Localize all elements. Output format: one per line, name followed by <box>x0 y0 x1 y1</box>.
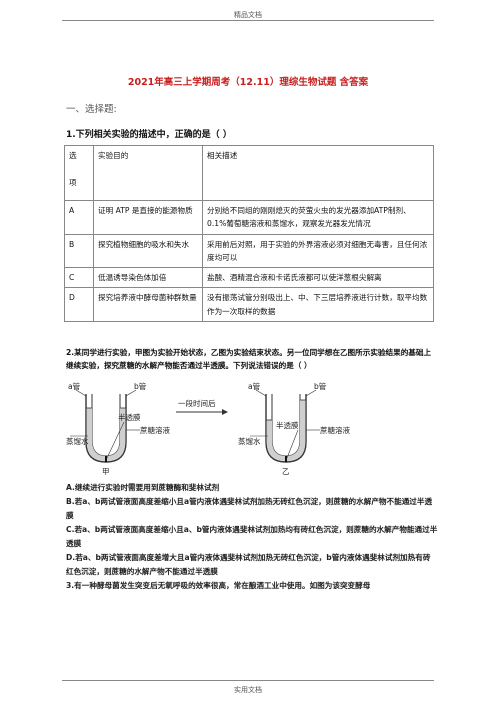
question-2-stem: 2.某同学进行实验，甲图为实验开始状态，乙图为实验结束状态。另一位同学想在乙图所… <box>66 348 432 370</box>
section-heading: 一、选择题: <box>66 104 117 115</box>
time-arrow <box>176 409 228 415</box>
u-tube-figure: a管 b管 半透膜 蒸馏水 蔗糖溶液 甲 一段时间后 a管 b管 半透膜 蒸馏水… <box>66 381 350 476</box>
header-desc: 相关描述 <box>202 145 434 201</box>
question-3-stem: 3.有一种酵母菌发生突变后无氧呼吸的效率很高，常在酿酒工业中使用。如图为该突变酵… <box>66 581 371 591</box>
b-tube-label-right: b管 <box>314 381 327 391</box>
row-option: D <box>64 287 94 322</box>
header-purpose: 实验目的 <box>93 145 203 201</box>
sucrose-label-left: 蔗糖溶液 <box>140 425 170 435</box>
membrane-label-left: 半透膜 <box>118 412 141 422</box>
row-purpose: 低温诱导染色体加倍 <box>93 267 203 289</box>
header-divider <box>62 20 434 21</box>
membrane-label-right: 半透膜 <box>276 420 299 430</box>
row-desc: 采用前后对照，用于实验的外界溶液必须对细胞无毒害，且任何浓度均可以 <box>202 233 434 269</box>
arrow-label: 一段时间后 <box>178 398 216 408</box>
right-apparatus <box>250 389 320 463</box>
option-a: A.继续进行实验时需要用到蔗糖酶和斐林试剂 <box>66 483 220 492</box>
option-d: D.若a、b两试管液面高度差增大且a管内液体遇斐林试剂加热无砖红色沉淀，b管内液… <box>66 553 431 577</box>
water-label-left: 蒸馏水 <box>66 436 89 446</box>
row-purpose: 探究培养液中酵母菌种群数量 <box>93 287 203 322</box>
table-row: C 低温诱导染色体加倍 盐酸、酒精混合液和卡诺氏液都可以使洋葱根尖解离 <box>64 267 434 289</box>
header-option: 选 项 <box>64 145 94 201</box>
question-1-stem: 1.下列相关实验的描述中，正确的是（ ） <box>66 130 232 140</box>
sucrose-label-right: 蔗糖溶液 <box>320 425 350 435</box>
table-row: A 证明 ATP 是直接的能源物质 分别给不同组的刚刚熄灭的荧萤火虫的发光器添加… <box>64 200 434 235</box>
caption-right: 乙 <box>282 467 290 476</box>
water-label-right: 蒸馏水 <box>238 436 261 446</box>
row-purpose: 证明 ATP 是直接的能源物质 <box>93 200 203 235</box>
option-b: B.若a、b两试管液面高度差缩小且a管内液体遇斐林试剂加热无砖红色沉淀，则蔗糖的… <box>66 497 433 521</box>
question-2-options: A.继续进行实验时需要用到蔗糖酶和斐林试剂 B.若a、b两试管液面高度差缩小且a… <box>66 481 438 593</box>
page-footer: 实用文档 <box>234 686 262 694</box>
a-tube-label-left: a管 <box>68 381 81 391</box>
option-c: C.若a、b两试管液面高度差缩小且a、b管内液体遇斐林试剂加热均有砖红色沉淀，则… <box>66 525 438 549</box>
question-1-table: 选 项 实验目的 相关描述 A 证明 ATP 是直接的能源物质 分别给不同组的刚… <box>64 145 434 322</box>
footer-divider <box>62 680 434 681</box>
row-desc: 没有振荡试管分别吸出上、中、下三层培养液进行计数，取平均数作为一次取样的数据 <box>202 287 434 322</box>
row-desc: 盐酸、酒精混合液和卡诺氏液都可以使洋葱根尖解离 <box>202 267 434 289</box>
row-option: A <box>64 200 94 235</box>
caption-left: 甲 <box>102 467 110 476</box>
page-header: 精品文档 <box>234 11 262 19</box>
b-tube-label-left: b管 <box>134 381 147 391</box>
table-header-row: 选 项 实验目的 相关描述 <box>64 145 434 201</box>
row-purpose: 探究植物细胞的吸水和失水 <box>93 233 203 269</box>
table-row: D 探究培养液中酵母菌种群数量 没有振荡试管分别吸出上、中、下三层培养液进行计数… <box>64 287 434 322</box>
left-apparatus <box>70 389 140 463</box>
a-tube-label-right: a管 <box>248 381 261 391</box>
row-option: B <box>64 233 94 269</box>
table-row: B 探究植物细胞的吸水和失水 采用前后对照，用于实验的外界溶液必须对细胞无毒害，… <box>64 233 434 269</box>
row-desc: 分别给不同组的刚刚熄灭的荧萤火虫的发光器添加ATP制剂、0.1%葡萄糖溶液和蒸馏… <box>202 200 434 235</box>
row-option: C <box>64 267 94 289</box>
exam-title: 2021年高三上学期周考（12.11）理综生物试题 含答案 <box>127 77 369 88</box>
